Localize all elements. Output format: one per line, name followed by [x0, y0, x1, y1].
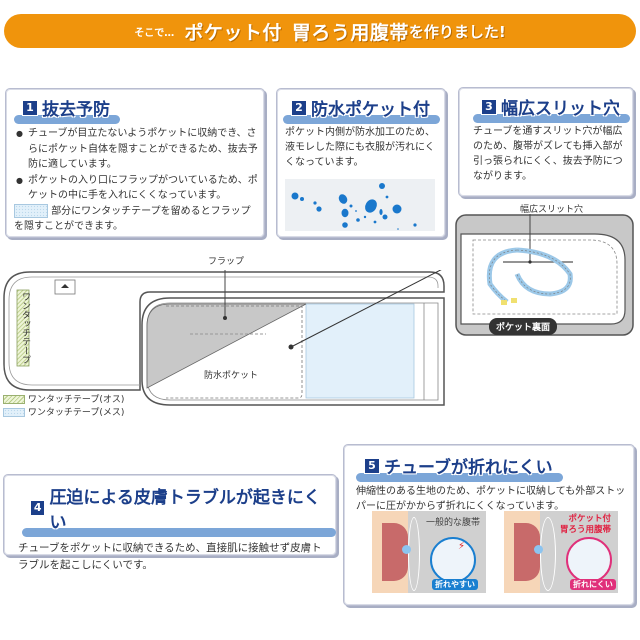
feature-title-3: 幅広スリット穴: [501, 99, 620, 119]
feature-heading-3: 3 幅広スリット穴: [473, 94, 630, 123]
dots-blue-swatch-icon: [3, 408, 25, 417]
legend: ワンタッチテープ(オス) ワンタッチテープ(メス): [3, 394, 124, 420]
feature-card-1: 1 抜去予防 チューブが目立たないようポケットに収納でき、さらにポケット自体を隠…: [5, 88, 265, 238]
comparison-pocket-belt: ポケット付 胃ろう用腹帯 折れにくい: [504, 511, 618, 593]
feature-card-5: 5 チューブが折れにくい 伸縮性のある生地のため、ポケットに収納しても外部ストッ…: [343, 444, 635, 606]
legend-item-male: ワンタッチテープ(オス): [3, 394, 124, 407]
pocket-back-diagram: ポケット裏面: [455, 214, 635, 338]
slit-label: 幅広スリット穴: [520, 205, 584, 215]
banner-title-part2: 胃ろう用腹帯: [291, 21, 409, 44]
feature-heading-1: 1 抜去予防: [14, 95, 120, 124]
feature-card-3: 3 幅広スリット穴 チューブを通すスリット穴が幅広のため、腹帯がズレても挿入部が…: [458, 87, 634, 197]
feature-1-note: 部分にワンタッチテープを留めるとフラップを隠すことができます。: [14, 203, 251, 232]
feature-number-2: 2: [291, 99, 307, 116]
pocket-back-label: ポケット裏面: [489, 318, 558, 335]
feature-1-bullet: ポケットの入り口にフラップがついているため、ポケットの中に手を入れにくくなってい…: [14, 173, 258, 204]
feature-heading-5: 5 チューブが折れにくい: [356, 453, 563, 482]
feature-1-bullet: チューブが目立たないようポケットに収納でき、さらにポケット自体を隠すことができる…: [14, 126, 258, 173]
badge-hard-to-bend: 折れにくい: [570, 579, 616, 590]
belt-illustration: [3, 258, 461, 406]
feature-card-4: 4 圧迫による皮膚トラブルが起きにくい チューブをポケットに収納できるため、直接…: [3, 474, 337, 571]
feature-5-text: 伸縮性のある生地のため、ポケットに収納しても外部ストッパーに圧がかからず折れにく…: [356, 486, 626, 512]
feature-3-text: チューブを通すスリット穴が幅広のため、腹帯がズレても挿入部が引っ張られにくく、抜…: [473, 126, 623, 182]
feature-title-4: 圧迫による皮膚トラブルが起きにくい: [49, 488, 321, 533]
feature-heading-4: 4 圧迫による皮膚トラブルが起きにくい: [22, 483, 336, 537]
velcro-female-swatch-icon: [14, 203, 48, 218]
hatch-green-swatch-icon: [3, 395, 25, 404]
feature-4-text: チューブをポケットに収納できるため、直接肌に接触せず皮膚トラブルを起こしにくいで…: [18, 542, 322, 571]
banner-suffix: を作りました!: [408, 22, 506, 41]
comparison-general-belt: 一般的な腹帯 折れやすい ⚡: [372, 511, 486, 593]
feature-title-2: 防水ポケット付: [311, 100, 430, 120]
feature-number-4: 4: [30, 500, 46, 516]
waterproof-pocket-label: 防水ポケット: [204, 371, 259, 381]
pocket-back-illustration: [455, 214, 634, 336]
bend-warning-icon: ⚡: [458, 541, 466, 552]
feature-number-1: 1: [22, 99, 38, 116]
feature-title-5: チューブが折れにくい: [384, 458, 553, 478]
feature-heading-2: 2 防水ポケット付: [283, 95, 440, 124]
belt-diagram: ワンタッチテープ 防水ポケット: [0, 258, 461, 410]
feature-number-3: 3: [481, 98, 497, 115]
water-droplets-image: [285, 179, 435, 231]
feature-2-text: ポケット内側が防水加工のため、液モレした際にも衣服が汚れにくくなっています。: [285, 127, 435, 168]
legend-item-female: ワンタッチテープ(メス): [3, 407, 124, 420]
title-banner: そこで… ポケット付 胃ろう用腹帯 を作りました!: [4, 14, 636, 48]
vertical-tape-label: ワンタッチテープ: [20, 292, 30, 364]
feature-card-2: 2 防水ポケット付 ポケット内側が防水加工のため、液モレした際にも衣服が汚れにく…: [276, 88, 446, 238]
feature-number-5: 5: [364, 457, 380, 474]
comparison-label-pocket: ポケット付 胃ろう用腹帯: [560, 514, 612, 535]
flap-label: フラップ: [208, 257, 245, 267]
droplets-icon: [291, 183, 417, 230]
feature-title-1: 抜去予防: [42, 100, 110, 120]
banner-title-part1: ポケット付: [184, 21, 282, 44]
banner-prefix: そこで…: [134, 27, 175, 39]
comparison-label-general: 一般的な腹帯: [426, 518, 481, 528]
badge-bends-easily: 折れやすい: [432, 579, 478, 590]
